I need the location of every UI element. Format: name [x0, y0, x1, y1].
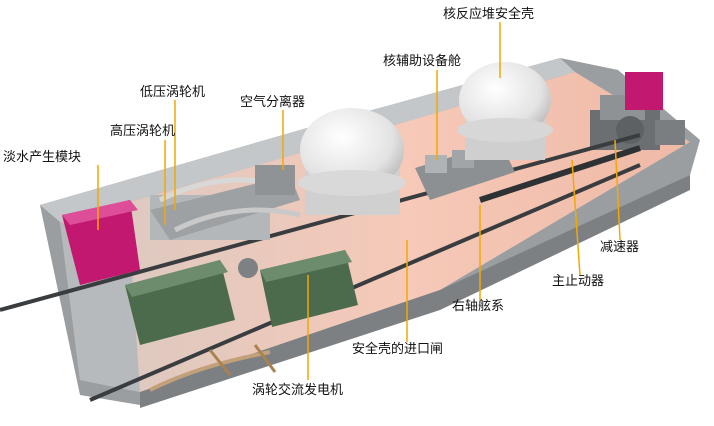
- label-starboard-shafting: 右轴舷系: [452, 299, 505, 314]
- label-freshwater-module: 淡水产生模块: [3, 150, 82, 165]
- label-auxiliary-cabin: 核辅助设备舱: [383, 54, 462, 69]
- turbo-generators: [125, 250, 358, 345]
- turbine-piping: [150, 165, 301, 240]
- label-hp-turbine: 高压涡轮机: [110, 124, 176, 139]
- label-lp-turbine: 低压涡轮机: [140, 85, 206, 100]
- label-air-separator: 空气分离器: [240, 95, 306, 110]
- label-reduction-gear: 减速器: [600, 240, 640, 255]
- reactor-containment-aft: [457, 62, 553, 160]
- aft-magenta-module: [625, 72, 663, 110]
- reactor-containment-forward: [298, 108, 406, 215]
- label-turbo-ac-generator: 涡轮交流发电机: [252, 383, 344, 398]
- label-main-thrust-block: 主止动器: [552, 274, 605, 289]
- callout-lines: [97, 22, 621, 380]
- label-containment-entry-gate: 安全壳的进口闸: [352, 342, 444, 357]
- label-reactor-containment: 核反应堆安全壳: [443, 7, 535, 22]
- propeller-shafts: [0, 133, 641, 402]
- freshwater-module: [62, 200, 140, 285]
- lower-pipework: [149, 344, 277, 392]
